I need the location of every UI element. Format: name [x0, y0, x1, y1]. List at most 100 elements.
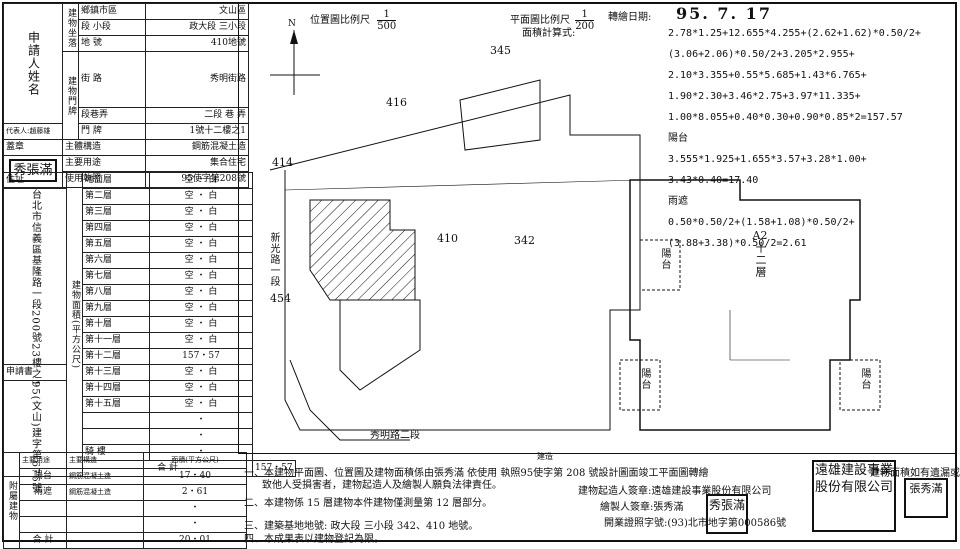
seal-label: 蓋章	[3, 139, 63, 156]
road-label: 新光路一段	[268, 232, 279, 287]
floor-scale-label: 平面圖比例尺	[510, 15, 570, 26]
unit-label-box: A2 十二層	[742, 229, 778, 279]
door-label: 建物門牌	[62, 51, 79, 140]
att-str	[66, 516, 144, 533]
note-line: 三、建築基地地號: 政大段 三小段 342、410 地號。	[244, 521, 479, 532]
balcony-box	[639, 239, 681, 291]
area-label: 建物面積(平方公尺)	[66, 172, 83, 477]
rep-label: 代表人	[6, 127, 27, 135]
att-header: 面積(平方公尺)	[143, 452, 247, 469]
rep-name: 趙藤雄	[29, 127, 51, 135]
note-line: 致他人受損害者，建物起造人及繪製人願負法律責任。	[262, 480, 502, 491]
floor-plan	[619, 179, 881, 431]
floor-name: 第十層	[82, 316, 150, 333]
floor-name: 第十五層	[82, 396, 150, 413]
unit-label: A2	[752, 229, 768, 242]
divider	[238, 4, 240, 454]
row-key: 鄉鎮市區	[78, 3, 146, 20]
att-use: 陽台	[19, 468, 67, 485]
site-scale-num: 1	[377, 9, 397, 21]
unit-floor: 十二層	[754, 242, 767, 278]
row-key: 門 牌	[78, 123, 146, 140]
applicant-label: 申請人姓名	[26, 31, 41, 96]
att-use	[19, 500, 67, 517]
row-key: 街 路	[78, 51, 146, 108]
site-scale-label: 位置圖比例尺	[310, 15, 370, 26]
att-use: 雨遮	[19, 484, 67, 501]
floor-scale: 平面圖比例尺 1 200	[510, 9, 595, 32]
formula-line: 雨遮	[668, 195, 688, 207]
formula-line: 2.78*1.25+12.655*4.255+(2.62+1.62)*0.50/…	[668, 27, 921, 39]
formula-line: (3.88+3.38)*0.50/2=2.61	[668, 237, 807, 249]
row-value: 410地號	[145, 35, 249, 52]
note-line: 四、本成果表以建物登記為限。	[244, 534, 384, 545]
att-total-label: 合 計	[19, 532, 67, 549]
parcel-label: 416	[386, 96, 407, 109]
floor-name: 地面層	[82, 172, 150, 189]
floor-name: 第十三層	[82, 364, 150, 381]
floor-name: 第二層	[82, 188, 150, 205]
att-area: 17・40	[143, 468, 247, 485]
floor-name	[82, 428, 150, 445]
hatched-building	[309, 199, 416, 301]
company-stamp: 遠雄建設事業股份有限公司	[812, 460, 896, 532]
parcel-boundary	[269, 94, 641, 431]
formula-line: 陽台	[668, 132, 688, 144]
road-label: 秀明路二段	[370, 430, 420, 441]
att-total: 20・01	[143, 532, 247, 549]
row-value: 文山區	[145, 3, 249, 20]
floor-name: 第三層	[82, 204, 150, 221]
formula-line: 1.00*8.055+0.40*0.30+0.90*0.85*2=157.57	[668, 111, 903, 123]
formula-line: 2.10*3.355+0.55*5.685+1.43*6.765+	[668, 69, 867, 81]
balcony-label: 陽台	[639, 368, 650, 390]
att-area: ・	[143, 500, 247, 517]
applicant-cell: 申請人姓名	[3, 3, 63, 124]
parcel-label: 414	[272, 156, 293, 169]
row-key: 段 小段	[78, 19, 146, 36]
formula-line: (3.06+2.06)*0.50/2+3.205*2.955+	[668, 48, 855, 60]
note-line: 二、本建物係 15 層建物本件建物僅測量第 12 層部分。	[244, 498, 493, 509]
total-value: 157・57	[252, 460, 296, 477]
row-key: 主體構造	[62, 139, 146, 156]
floor-name: 第十二層	[82, 348, 150, 365]
unit-outline	[629, 179, 861, 431]
floor-name: 第十四層	[82, 380, 150, 397]
row-value: 集合住宅	[145, 155, 249, 172]
floor-name: 第九層	[82, 300, 150, 317]
note-cert: 開業證照字號:(93)北市地字第000586號	[604, 518, 787, 529]
site-scale-den: 500	[377, 21, 397, 32]
drawer-stamp: 秀張滿	[706, 494, 748, 534]
floor-name	[82, 412, 150, 429]
balcony-label: 陽台	[859, 368, 870, 390]
att-header: 主要用途	[19, 452, 67, 469]
balcony-box	[619, 359, 661, 411]
balcony-label: 陽台	[659, 248, 670, 270]
site-scale: 位置圖比例尺 1 500	[310, 9, 397, 32]
building-outline	[459, 79, 541, 151]
building-outline	[339, 299, 421, 391]
att-header: 主要構造	[66, 452, 144, 469]
row-key: 段巷弄	[78, 107, 146, 124]
floor-name: 第六層	[82, 252, 150, 269]
site-plan	[269, 30, 641, 441]
parcel-label: 410	[437, 232, 458, 245]
parcel-label: 345	[490, 44, 511, 57]
parcel-label: 454	[270, 292, 291, 305]
att-use	[19, 516, 67, 533]
note-builder: 建物起造人簽章:遠雄建設事業股份有限公司	[578, 486, 772, 497]
att-area: ・	[143, 516, 247, 533]
note-extra: 建造	[537, 452, 553, 461]
row-value: 1號十二樓之1	[145, 123, 249, 140]
floor-scale-den: 200	[575, 21, 595, 32]
addr-label: 住址	[3, 172, 67, 189]
floor-name: 第八層	[82, 284, 150, 301]
rep-stamp: 張秀滿	[904, 478, 948, 518]
parcel-label: 342	[514, 234, 535, 247]
balcony-box	[839, 359, 881, 411]
note-drawer: 繪製人簽章:張秀滿	[600, 502, 684, 513]
formula-line: 0.50*0.50/2+(1.58+1.08)*0.50/2+	[668, 216, 855, 228]
att-str: 鋼筋混凝土造	[66, 468, 144, 485]
note-line: 一、本建物平面圖、位置圖及建物面積係由張秀滿 依使用 執照95使字第 208 號…	[244, 468, 709, 479]
row-value: 鋼筋混凝土造	[145, 139, 249, 156]
